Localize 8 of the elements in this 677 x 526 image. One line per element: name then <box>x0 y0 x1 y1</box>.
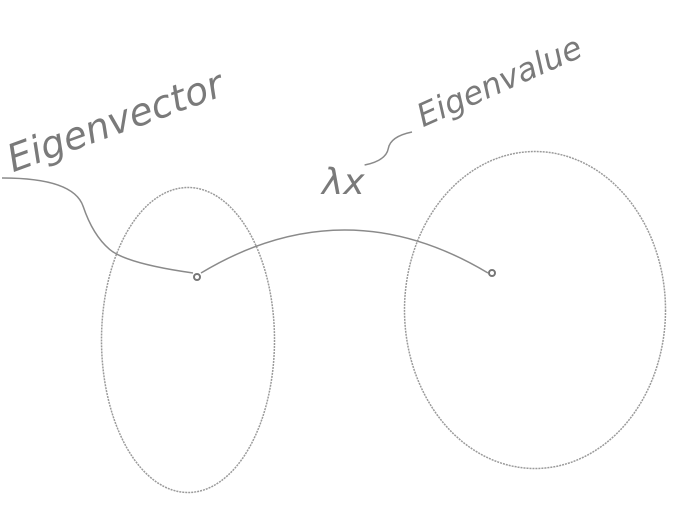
point-dot <box>193 273 201 281</box>
leader-line <box>2 177 194 274</box>
mapping-curve <box>200 229 488 274</box>
handwritten-label: λx <box>322 165 365 201</box>
point-dot <box>488 269 496 277</box>
oval-set <box>403 150 667 470</box>
oval-set <box>100 186 276 494</box>
leader-line <box>364 131 412 166</box>
